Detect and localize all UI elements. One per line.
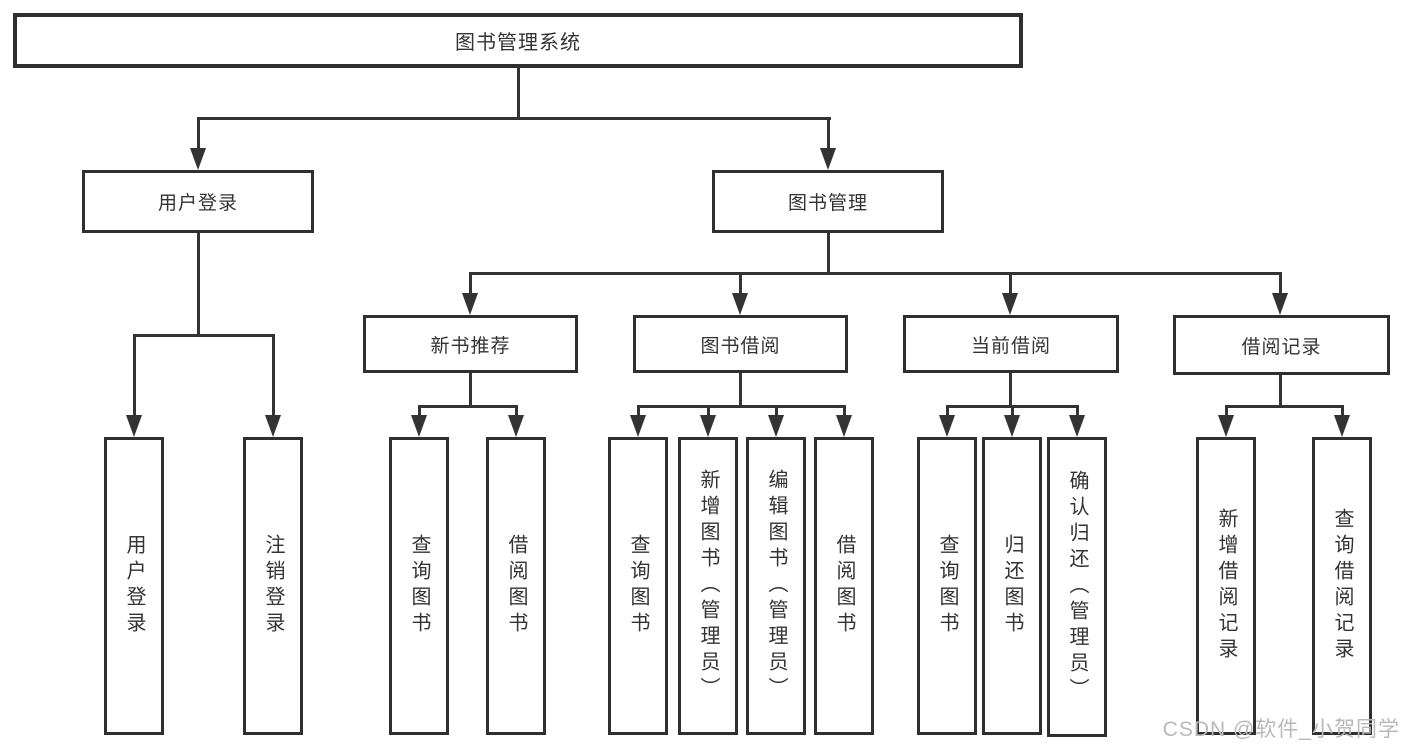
connector-line (1279, 375, 1282, 408)
node-leaf-logout: 注销登录 (243, 437, 303, 735)
connector-line (272, 334, 275, 415)
node-book-borrow: 图书借阅 (633, 315, 848, 373)
connector-line (1341, 405, 1344, 417)
connector-line (197, 117, 200, 150)
csdn-watermark: CSDN @软件_小贺同学 (1162, 718, 1400, 741)
node-leaf-borrow-book-1: 借阅图书 (486, 437, 546, 735)
node-leaf-query-borrow-record: 查询借阅记录 (1312, 437, 1372, 735)
arrowhead-down-icon (462, 293, 478, 315)
node-leaf-confirm-return-admin: 确认归还（管理员） (1047, 437, 1107, 737)
connector-line (1011, 405, 1014, 417)
node-borrow-records: 借阅记录 (1173, 315, 1390, 375)
connector-line (469, 272, 1282, 275)
connector-line (827, 117, 830, 150)
arrowhead-down-icon (1069, 415, 1085, 437)
connector-line (469, 373, 472, 408)
node-leaf-query-book-1: 查询图书 (389, 437, 449, 735)
connector-line (133, 334, 275, 337)
connector-line (775, 405, 778, 417)
connector-line (418, 405, 518, 408)
arrowhead-down-icon (1004, 415, 1020, 437)
connector-line (1009, 373, 1012, 408)
connector-line (197, 117, 831, 120)
arrowhead-down-icon (836, 415, 852, 437)
connector-line (197, 233, 200, 337)
arrowhead-down-icon (700, 415, 716, 437)
arrowhead-down-icon (1002, 293, 1018, 315)
arrowhead-down-icon (190, 148, 206, 170)
arrowhead-down-icon (820, 148, 836, 170)
connector-line (1279, 272, 1282, 295)
node-current-borrow: 当前借阅 (903, 315, 1119, 373)
connector-line (1225, 405, 1228, 417)
node-leaf-add-book-admin: 新增图书（管理员） (678, 437, 738, 735)
node-new-book-recommend: 新书推荐 (363, 315, 578, 373)
arrowhead-down-icon (732, 293, 748, 315)
connector-line (418, 405, 421, 417)
connector-line (637, 405, 846, 408)
connector-line (515, 405, 518, 417)
connector-line (739, 373, 742, 408)
node-library-system: 图书管理系统 (13, 13, 1023, 68)
node-book-management: 图书管理 (712, 170, 944, 233)
arrowhead-down-icon (411, 415, 427, 437)
node-leaf-add-borrow-record: 新增借阅记录 (1196, 437, 1256, 735)
node-user-login: 用户登录 (82, 170, 314, 233)
connector-line (637, 405, 640, 417)
arrowhead-down-icon (265, 415, 281, 437)
arrowhead-down-icon (768, 415, 784, 437)
connector-line (469, 272, 472, 295)
arrowhead-down-icon (1334, 415, 1350, 437)
node-leaf-edit-book-admin: 编辑图书（管理员） (746, 437, 806, 735)
node-leaf-query-book-3: 查询图书 (917, 437, 977, 735)
connector-line (707, 405, 710, 417)
arrowhead-down-icon (939, 415, 955, 437)
connector-line (946, 405, 949, 417)
node-leaf-borrow-book-2: 借阅图书 (814, 437, 874, 735)
node-leaf-return-book: 归还图书 (982, 437, 1042, 735)
connector-line (827, 233, 830, 275)
connector-line (1009, 272, 1012, 295)
connector-line (843, 405, 846, 417)
connector-line (1225, 405, 1344, 408)
connector-line (133, 334, 136, 415)
connector-line (1076, 405, 1079, 417)
node-leaf-query-book-2: 查询图书 (608, 437, 668, 735)
node-leaf-user-login: 用户登录 (104, 437, 164, 735)
arrowhead-down-icon (1272, 293, 1288, 315)
arrowhead-down-icon (630, 415, 646, 437)
arrowhead-down-icon (126, 415, 142, 437)
connector-line (517, 67, 520, 120)
arrowhead-down-icon (508, 415, 524, 437)
arrowhead-down-icon (1218, 415, 1234, 437)
connector-line (739, 272, 742, 295)
